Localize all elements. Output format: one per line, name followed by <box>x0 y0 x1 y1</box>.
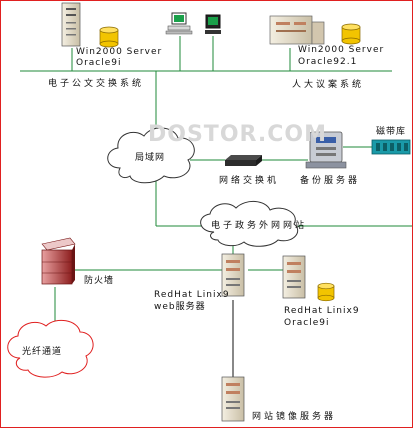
db-server-os-label: RedHat Linix9 <box>284 306 360 316</box>
fiber-channel-cloud-icon <box>7 319 94 378</box>
web-server-os-label: RedHat Linix9 <box>154 290 230 300</box>
tape-library-label: 磁带库 <box>376 127 407 137</box>
connection-lines <box>20 36 412 328</box>
mirror-server-icon <box>221 376 245 422</box>
backup-server-icon <box>305 131 347 169</box>
watermark: DOSTOR.COM <box>148 122 327 147</box>
firewall-label: 防火墙 <box>84 276 115 286</box>
fiber-channel-label: 光纤通道 <box>22 347 63 357</box>
npc-system-label: 人大议案系统 <box>292 80 365 90</box>
lan-cloud-icon <box>107 127 195 184</box>
db-server-icon <box>282 255 306 299</box>
network-switch-label: 网络交换机 <box>219 176 280 186</box>
database-top-left-icon <box>99 26 119 48</box>
server-top-right-db-label: Oracle92.1 <box>298 57 358 67</box>
tape-library-icon <box>371 139 411 155</box>
network-switch-icon <box>225 155 262 166</box>
workstation-1-icon <box>165 12 193 35</box>
server-top-left-icon <box>61 2 81 47</box>
firewall-icon <box>41 237 76 285</box>
server-top-right-icon <box>269 15 325 45</box>
web-server-icon <box>221 253 245 297</box>
workstation-2-icon <box>205 14 221 34</box>
lan-label: 局域网 <box>135 153 166 163</box>
server-top-right-os-label: Win2000 Server <box>298 45 385 55</box>
server-top-left-os-label: Win2000 Server <box>76 47 163 57</box>
server-top-left-db-label: Oracle9i <box>76 58 122 68</box>
doc-exchange-system-label: 电子公文交换系统 <box>48 79 145 89</box>
gov-website-label: 电子政务外网网站 <box>211 221 308 231</box>
db-server-db-label: Oracle9i <box>284 318 330 328</box>
gov-website-cloud-icon <box>200 201 299 247</box>
backup-server-label: 备份服务器 <box>300 176 361 186</box>
web-server-role-label: web服务器 <box>154 302 206 312</box>
database-db-server-icon <box>317 282 335 302</box>
database-top-right-icon <box>341 23 361 45</box>
mirror-server-label: 网站镜像服务器 <box>252 412 337 422</box>
